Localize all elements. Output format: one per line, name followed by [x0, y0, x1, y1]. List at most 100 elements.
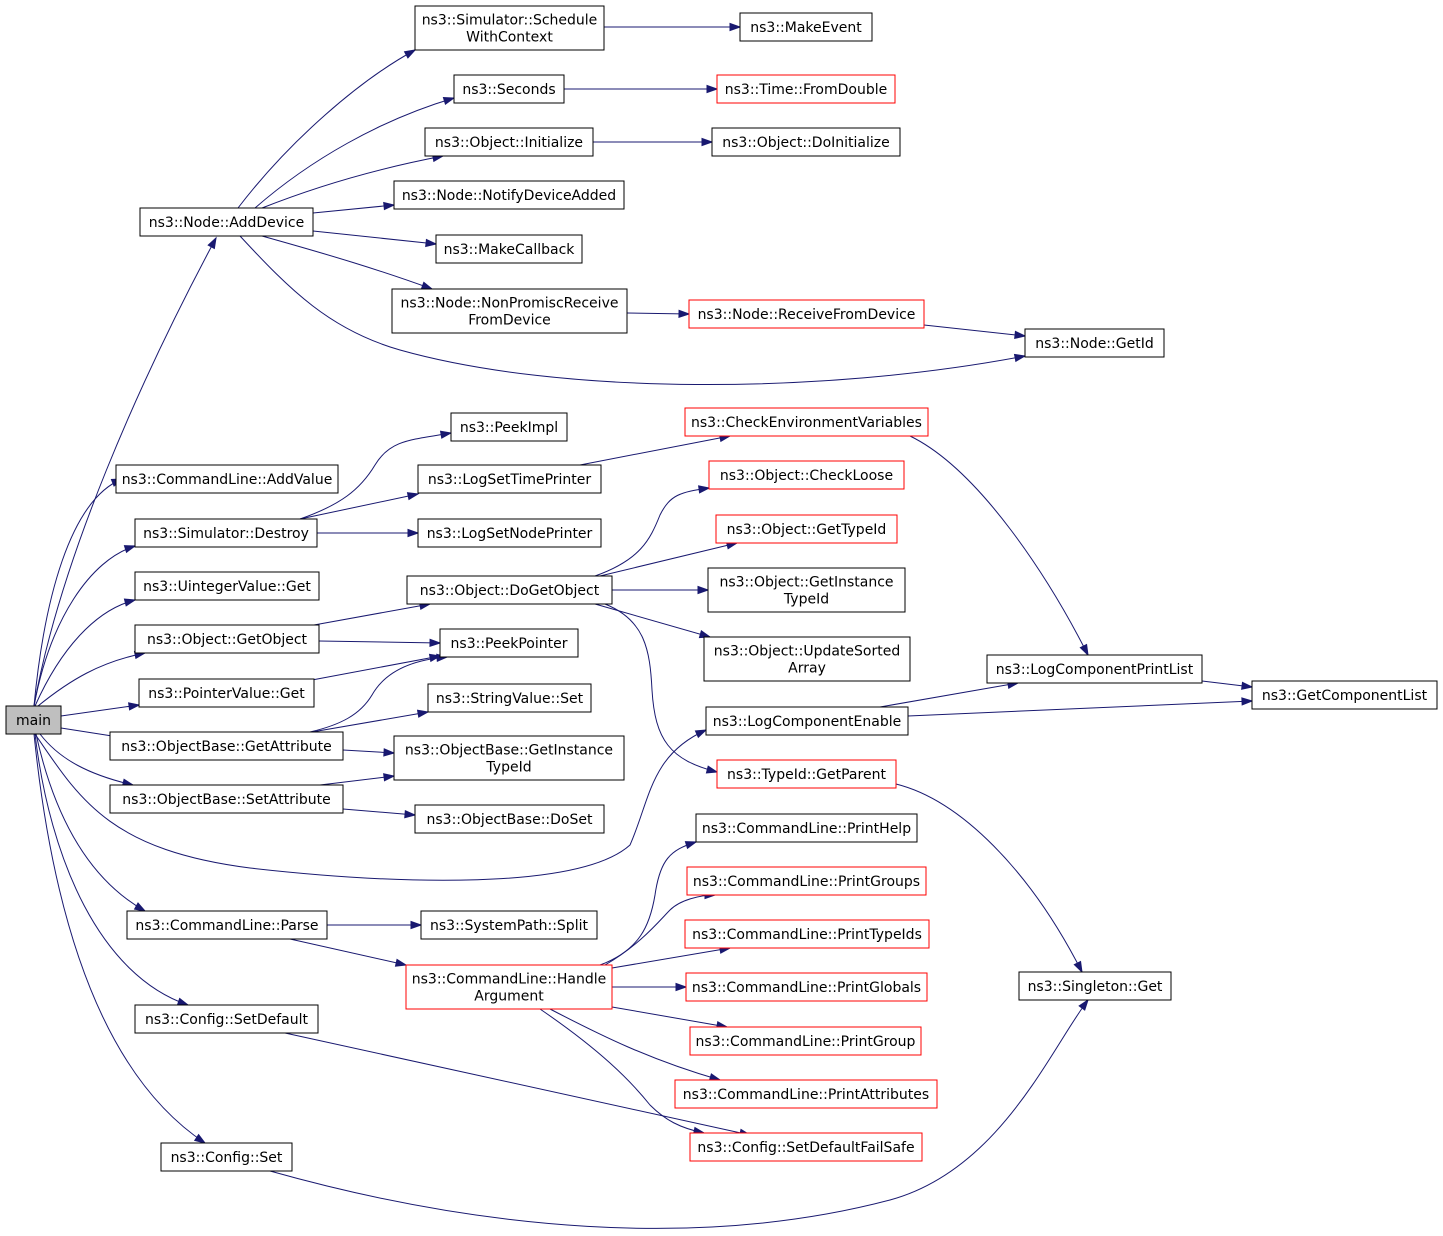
edge-handlearg-to-printattrs	[549, 1008, 722, 1082]
node-getparent[interactable]: ns3::TypeId::GetParent	[716, 759, 897, 789]
edge-getattr-to-strset	[311, 709, 430, 733]
node-label: ns3::Node::AddDevice	[149, 215, 304, 231]
node-logprint[interactable]: ns3::LogComponentPrintList	[986, 654, 1203, 684]
node-box	[134, 624, 320, 654]
node-box	[695, 813, 918, 843]
node-doset[interactable]: ns3::ObjectBase::DoSet	[414, 804, 605, 834]
node-label: TypeId	[485, 760, 531, 776]
node-printgroup[interactable]: ns3::CommandLine::PrintGroup	[689, 1026, 922, 1056]
node-logtime[interactable]: ns3::LogSetTimePrinter	[417, 464, 602, 494]
node-parse[interactable]: ns3::CommandLine::Parse	[126, 910, 328, 940]
node-setdefaultfs[interactable]: ns3::Config::SetDefaultFailSafe	[689, 1132, 923, 1162]
node-peekptr[interactable]: ns3::PeekPointer	[439, 628, 579, 658]
edge-sched-to-makeevent	[604, 22, 742, 32]
node-getcomplist[interactable]: ns3::GetComponentList	[1251, 680, 1438, 710]
node-label: ns3::Singleton::Get	[1028, 979, 1163, 995]
node-peekimpl[interactable]: ns3::PeekImpl	[450, 412, 568, 442]
edge-main-to-cfgset	[33, 733, 207, 1144]
edge-main-to-uintget	[34, 598, 137, 707]
node-makeevent[interactable]: ns3::MakeEvent	[739, 12, 873, 42]
node-box	[417, 464, 602, 494]
node-checkloose[interactable]: ns3::Object::CheckLoose	[708, 460, 905, 490]
node-box	[689, 1026, 922, 1056]
edge-adddevice-to-sched	[237, 49, 417, 209]
node-recvfrom[interactable]: ns3::Node::ReceiveFromDevice	[688, 299, 925, 329]
node-label: ns3::LogSetTimePrinter	[428, 472, 592, 488]
node-split[interactable]: ns3::SystemPath::Split	[420, 910, 598, 940]
node-label: ns3::Simulator::Schedule	[422, 13, 598, 29]
edge-getobj-to-peekptr	[318, 638, 442, 648]
node-label: ns3::Simulator::Destroy	[143, 526, 309, 542]
node-ptrget[interactable]: ns3::PointerValue::Get	[138, 678, 315, 708]
node-printtypeids[interactable]: ns3::CommandLine::PrintTypeIds	[684, 919, 930, 949]
edge-recvfrom-to-getid	[923, 324, 1027, 340]
node-label: ns3::Config::SetDefault	[145, 1012, 309, 1028]
edge-dogetobj-to-getparent	[604, 603, 719, 774]
node-fromdouble[interactable]: ns3::Time::FromDouble	[716, 74, 896, 104]
node-seconds[interactable]: ns3::Seconds	[453, 74, 565, 104]
node-destroy[interactable]: ns3::Simulator::Destroy	[134, 518, 318, 548]
edge-logenable-to-logprint	[879, 680, 1020, 708]
node-getid[interactable]: ns3::Node::GetId	[1024, 328, 1165, 358]
node-label: ns3::GetComponentList	[1262, 688, 1428, 704]
edge-adddevice-to-getid	[239, 235, 1027, 385]
edge-parse-to-handlearg	[289, 938, 408, 967]
node-lognode[interactable]: ns3::LogSetNodePrinter	[417, 518, 602, 548]
node-setdefault[interactable]: ns3::Config::SetDefault	[134, 1004, 319, 1034]
node-main[interactable]: main	[5, 705, 62, 735]
node-printhelp[interactable]: ns3::CommandLine::PrintHelp	[695, 813, 918, 843]
node-strset[interactable]: ns3::StringValue::Set	[427, 683, 592, 713]
node-uintget[interactable]: ns3::UintegerValue::Get	[134, 571, 320, 601]
node-label: ns3::CommandLine::AddValue	[122, 472, 333, 488]
node-label: main	[16, 713, 51, 729]
node-printgroups[interactable]: ns3::CommandLine::PrintGroups	[686, 866, 927, 896]
edge-handlearg-to-printtypeids	[611, 945, 732, 969]
node-logenable[interactable]: ns3::LogComponentEnable	[705, 706, 909, 736]
edge-nonpromisc-to-recvfrom	[626, 309, 691, 319]
node-label: ns3::ObjectBase::GetInstance	[405, 743, 613, 759]
node-layer: mainns3::Simulator::ScheduleWithContextn…	[5, 5, 1438, 1172]
node-printattrs[interactable]: ns3::CommandLine::PrintAttributes	[674, 1079, 938, 1109]
edge-destroy-to-lognode	[317, 528, 420, 538]
node-doinit[interactable]: ns3::Object::DoInitialize	[711, 127, 901, 157]
node-box	[134, 518, 318, 548]
node-adddevice[interactable]: ns3::Node::AddDevice	[139, 207, 314, 237]
node-label: ns3::PeekPointer	[451, 636, 568, 652]
node-label: ns3::Object::GetInstance	[719, 575, 893, 591]
node-cfgset[interactable]: ns3::Config::Set	[160, 1142, 293, 1172]
edge-setattr-to-doset	[342, 808, 417, 819]
node-dogetobj[interactable]: ns3::Object::DoGetObject	[406, 575, 613, 605]
edge-destroy-to-peekimpl	[299, 430, 453, 520]
node-setattr[interactable]: ns3::ObjectBase::SetAttribute	[109, 784, 344, 814]
node-objinit[interactable]: ns3::Object::Initialize	[424, 127, 594, 157]
node-checkenv[interactable]: ns3::CheckEnvironmentVariables	[684, 407, 929, 437]
edge-setattr-to-obgetinst	[319, 773, 396, 786]
node-getattr[interactable]: ns3::ObjectBase::GetAttribute	[109, 731, 344, 761]
node-box	[134, 1004, 319, 1034]
node-box	[5, 705, 62, 735]
node-addvalue[interactable]: ns3::CommandLine::AddValue	[115, 464, 339, 494]
node-label: ns3::PeekImpl	[460, 420, 558, 436]
node-gettypeid[interactable]: ns3::Object::GetTypeId	[715, 514, 898, 544]
node-printglobals[interactable]: ns3::CommandLine::PrintGlobals	[685, 972, 928, 1002]
edge-adddevice-to-makecb	[312, 230, 438, 248]
node-box	[109, 784, 344, 814]
node-label: TypeId	[783, 592, 829, 608]
node-box	[688, 299, 925, 329]
node-label: ns3::Object::CheckLoose	[720, 468, 893, 484]
edge-seconds-to-fromdouble	[564, 84, 719, 94]
node-label: ns3::ObjectBase::DoSet	[427, 812, 593, 828]
node-makecb[interactable]: ns3::MakeCallback	[435, 234, 583, 264]
node-label: ns3::CommandLine::PrintTypeIds	[692, 927, 922, 943]
node-singleton[interactable]: ns3::Singleton::Get	[1018, 971, 1172, 1001]
node-notify[interactable]: ns3::Node::NotifyDeviceAdded	[393, 180, 625, 210]
node-label: ns3::Config::Set	[171, 1150, 283, 1166]
node-getobj[interactable]: ns3::Object::GetObject	[134, 624, 320, 654]
node-box	[435, 234, 583, 264]
